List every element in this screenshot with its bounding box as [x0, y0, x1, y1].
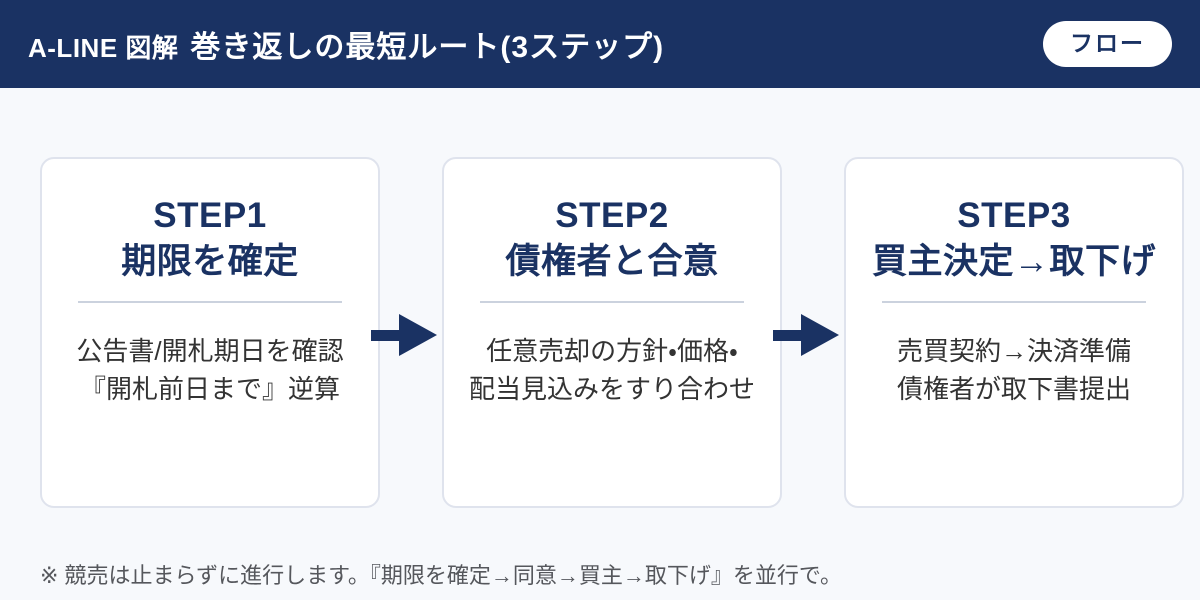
- step-card-2-title: STEP2 債権者と合意: [444, 193, 780, 285]
- step-number: STEP2: [555, 196, 669, 235]
- step-card-3-title: STEP3 買主決定→取下げ: [846, 193, 1182, 285]
- step-card-1: STEP1 期限を確定 公告書/開札期日を確認 『開札前日まで』逆算: [40, 157, 380, 508]
- right-arrow-icon: [371, 314, 437, 356]
- step-card-3: STEP3 買主決定→取下げ 売買契約→決済準備 債権者が取下書提出: [844, 157, 1184, 508]
- divider: [78, 301, 342, 303]
- arrow-tail: [371, 329, 399, 341]
- body-line: 配当見込みをすり合わせ: [468, 374, 755, 404]
- step-number: STEP3: [957, 196, 1071, 235]
- body-line: 任意売却の方針・価格・: [486, 336, 738, 366]
- body-line: 『開札前日まで』逆算: [79, 374, 340, 404]
- arrow-head: [801, 314, 839, 356]
- step-card-3-body: 売買契約→決済準備 債権者が取下書提出: [846, 332, 1182, 408]
- header-bar: A-LINE 図解 巻き返しの最短ルート(3ステップ) フロー: [0, 0, 1200, 88]
- page-title: A-LINE 図解 巻き返しの最短ルート(3ステップ): [28, 22, 664, 66]
- divider: [882, 301, 1146, 303]
- step-heading: 債権者と合意: [505, 242, 719, 281]
- step-heading: 買主決定→取下げ: [871, 242, 1156, 281]
- divider: [480, 301, 744, 303]
- footer-note: ※ 競売は止まらずに進行します。『期限を確定→同意→買主→取下げ』を並行で。: [40, 563, 843, 588]
- arrow-head: [399, 314, 437, 356]
- body-line: 公告書/開札期日を確認: [76, 336, 344, 366]
- brand-label: A-LINE 図解: [28, 33, 179, 63]
- page-title-text: 巻き返しの最短ルート(3ステップ): [190, 31, 665, 64]
- arrow-tail: [773, 329, 801, 341]
- step-card-2-body: 任意売却の方針・価格・ 配当見込みをすり合わせ: [444, 332, 780, 408]
- step-heading: 期限を確定: [121, 242, 299, 281]
- right-arrow-icon: [773, 314, 839, 356]
- step-number: STEP1: [153, 196, 267, 235]
- step-card-1-body: 公告書/開札期日を確認 『開札前日まで』逆算: [42, 332, 378, 408]
- flow-badge: フロー: [1043, 21, 1172, 67]
- body-line: 債権者が取下書提出: [896, 374, 1131, 404]
- step-card-1-title: STEP1 期限を確定: [42, 193, 378, 285]
- body-line: 売買契約→決済準備: [896, 336, 1131, 366]
- step-card-2: STEP2 債権者と合意 任意売却の方針・価格・ 配当見込みをすり合わせ: [442, 157, 782, 508]
